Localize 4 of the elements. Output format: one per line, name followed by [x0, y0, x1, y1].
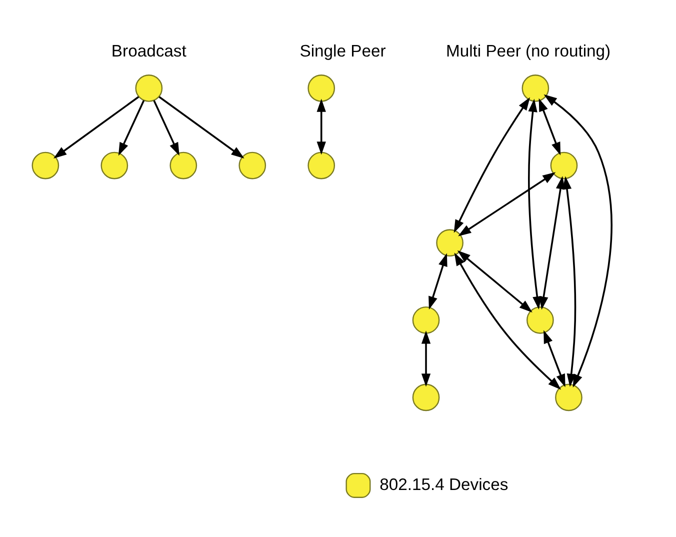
legend-label: 802.15.4 Devices	[380, 474, 508, 494]
label: Broadcast	[111, 40, 186, 60]
label: Single Peer	[300, 40, 386, 60]
label: Multi Peer (no routing)	[446, 40, 611, 60]
